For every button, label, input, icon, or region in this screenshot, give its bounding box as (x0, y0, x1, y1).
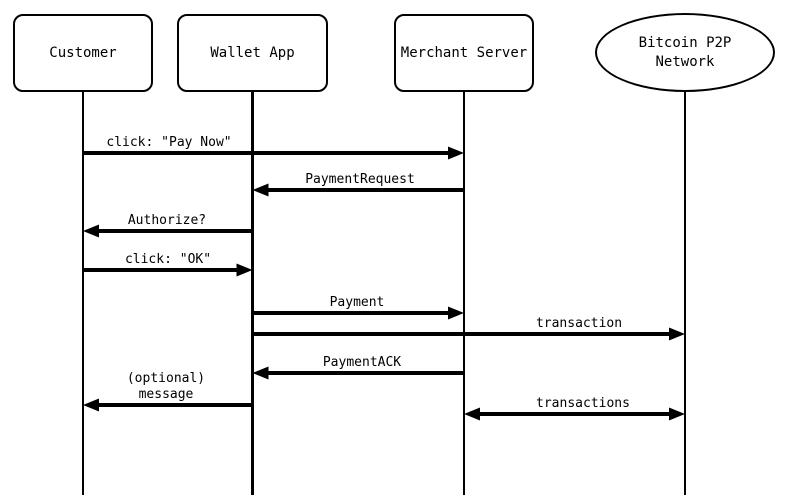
arrowhead (448, 146, 464, 160)
arrowhead (448, 306, 464, 320)
message-label: Payment (330, 295, 385, 310)
lifeline-wallet (251, 92, 254, 495)
arrowhead (252, 366, 269, 380)
message-label: message (139, 387, 194, 402)
message-authorize: Authorize? (83, 213, 253, 238)
arrowhead (236, 263, 253, 277)
participant-merchant: Merchant Server (394, 14, 534, 92)
participant-wallet: Wallet App (177, 14, 328, 92)
arrowhead (464, 407, 480, 421)
message-transaction: transaction (252, 316, 685, 341)
participant-label-customer: Customer (49, 44, 117, 61)
message-paymentack: PaymentACK (252, 355, 464, 380)
message-click-ok: click: "OK" (83, 252, 253, 277)
message-label: transactions (536, 396, 630, 411)
arrowhead (83, 224, 99, 238)
lifeline-customer (81, 92, 85, 495)
message-label: Authorize? (128, 213, 206, 228)
arrowhead (252, 183, 269, 197)
lifeline-merchant (462, 92, 466, 495)
message-label: click: "Pay Now" (106, 135, 231, 150)
message-transactions: transactions (464, 396, 685, 421)
message-label: click: "OK" (125, 252, 211, 267)
message-payment: Payment (252, 295, 464, 320)
message-label: transaction (536, 316, 622, 331)
message-label: (optional) (127, 371, 205, 386)
participant-label-merchant: Merchant Server (400, 44, 528, 61)
arrowhead (669, 407, 685, 421)
arrowhead (83, 398, 99, 412)
participant-customer: Customer (13, 14, 153, 92)
message-label: PaymentRequest (305, 172, 415, 187)
lifeline-network (683, 92, 687, 495)
arrowhead (669, 327, 685, 341)
participant-label-wallet: Wallet App (210, 44, 295, 61)
message-click-pay-now: click: "Pay Now" (83, 135, 464, 160)
message-label: PaymentACK (323, 355, 401, 370)
message-paymentrequest: PaymentRequest (252, 172, 464, 197)
message-optional-message: (optional)message (83, 371, 253, 412)
